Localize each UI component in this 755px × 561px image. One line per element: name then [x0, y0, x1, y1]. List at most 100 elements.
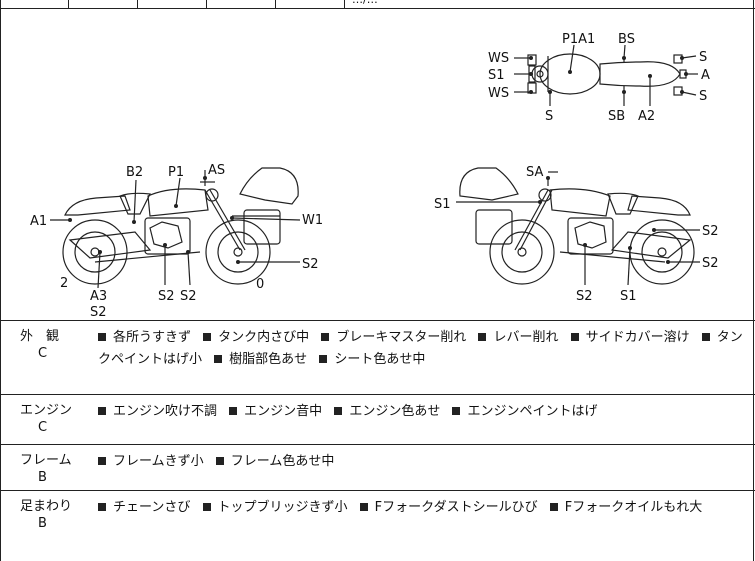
- condition-text: エンジンペイントはげ: [467, 404, 598, 419]
- square-bullet-icon: [203, 333, 212, 341]
- condition-item: タンクペイントはげ小: [98, 330, 743, 367]
- diagram-label: 2: [60, 276, 68, 291]
- motorcycle-left-view: [50, 167, 301, 289]
- square-bullet-icon: [452, 407, 461, 415]
- condition-item: フレームきず小: [98, 454, 204, 469]
- square-bullet-icon: [98, 407, 106, 415]
- category-label: 足まわり: [20, 499, 73, 514]
- header-row: …/…: [0, 0, 755, 9]
- diagram-label: S1: [620, 289, 637, 304]
- condition-item: エンジン色あせ: [334, 404, 440, 419]
- diagram-label: BS: [618, 32, 635, 47]
- condition-items: 各所うすきず タンク内さび中 ブレーキマスター削れ レバー削れ サイドカバー溶け…: [98, 327, 748, 371]
- diagram-label: S2: [702, 256, 719, 271]
- condition-item: レバー削れ: [478, 330, 558, 345]
- condition-text: シート色あせ中: [334, 352, 426, 367]
- category-label: エンジン: [20, 403, 73, 418]
- condition-item: チェーンさび: [98, 500, 190, 515]
- grade-label: C: [38, 420, 48, 435]
- damage-diagram: WS S1 WS P1A1 BS S A S S SB A2: [30, 32, 719, 320]
- condition-text: Fフォークダストシールひび: [374, 500, 538, 515]
- diagram-label: S1: [434, 197, 451, 212]
- grade-label: C: [38, 346, 48, 361]
- condition-row-frame: フレーム B フレームきず小 フレーム色あせ中: [0, 444, 755, 490]
- header-divider: [206, 0, 207, 8]
- condition-text: フレーム色あせ中: [230, 454, 335, 469]
- header-divider: [275, 0, 276, 8]
- grade-label: B: [38, 516, 47, 531]
- diagram-label: WS: [488, 86, 509, 101]
- condition-text: 樹脂部色あせ: [229, 352, 308, 367]
- condition-item: ブレーキマスター削れ: [321, 330, 466, 345]
- diagram-label: S2: [576, 289, 593, 304]
- square-bullet-icon: [98, 457, 106, 465]
- condition-item: トップブリッジきず小: [202, 500, 348, 515]
- diagram-label: S2: [180, 289, 197, 304]
- diagram-label: B2: [126, 165, 143, 180]
- right-view-marks: [538, 176, 670, 264]
- condition-row-exterior: 外 観 C 各所うすきず タンク内さび中 ブレーキマスター削れ レバー削れ サイ…: [0, 320, 755, 394]
- square-bullet-icon: [98, 503, 106, 511]
- diagram-label: A: [701, 68, 710, 83]
- square-bullet-icon: [359, 503, 368, 511]
- grade-label: B: [38, 470, 47, 485]
- diagram-label: SB: [608, 109, 625, 124]
- diagram-label: S1: [488, 68, 505, 83]
- condition-text: 各所うすきず: [113, 330, 192, 345]
- diagram-label: P1: [168, 165, 184, 180]
- diagram-label: WS: [488, 51, 509, 66]
- square-bullet-icon: [202, 503, 211, 511]
- condition-item: エンジン音中: [229, 404, 322, 419]
- category-label: フレーム: [20, 453, 72, 468]
- condition-text: Fフォークオイルもれ大: [564, 500, 703, 515]
- square-bullet-icon: [701, 333, 710, 341]
- square-bullet-icon: [319, 355, 328, 363]
- diagram-label: S: [545, 109, 553, 124]
- condition-text: エンジン色あせ: [349, 404, 441, 419]
- condition-item: 各所うすきず: [98, 330, 191, 345]
- condition-text: チェーンさび: [113, 500, 191, 515]
- diagram-label: S: [699, 89, 707, 104]
- diagram-label: A3: [90, 289, 107, 304]
- header-divider: [68, 0, 69, 8]
- square-bullet-icon: [214, 355, 223, 363]
- condition-row-suspension: 足まわり B チェーンさび トップブリッジきず小 Fフォークダストシールひび F…: [0, 490, 755, 561]
- condition-text: エンジン音中: [244, 404, 323, 419]
- condition-text: ブレーキマスター削れ: [336, 330, 467, 345]
- diagram-label: 0: [256, 277, 264, 292]
- header-divider: [137, 0, 138, 8]
- condition-text: トップブリッジきず小: [217, 500, 348, 515]
- condition-item: Fフォークダストシールひび: [359, 500, 538, 515]
- condition-item: シート色あせ中: [319, 352, 425, 367]
- diagram-label: W1: [302, 213, 323, 228]
- diagram-label: S2: [302, 257, 319, 272]
- diagram-label: S: [699, 50, 707, 65]
- diagram-label: AS: [208, 163, 225, 178]
- condition-item: エンジンペイントはげ: [452, 404, 597, 419]
- header-divider: [344, 0, 345, 8]
- condition-item: タンク内さび中: [203, 330, 309, 345]
- condition-item: フレーム色あせ中: [215, 454, 335, 469]
- diagram-label: A1: [30, 214, 47, 229]
- header-text: …/…: [352, 0, 378, 6]
- condition-row-engine: エンジン C エンジン吹け不調 エンジン音中 エンジン色あせ エンジンペイントは…: [0, 394, 755, 444]
- square-bullet-icon: [549, 503, 558, 511]
- square-bullet-icon: [98, 333, 106, 341]
- motorcycle-top-view: [514, 44, 698, 106]
- condition-item: 樹脂部色あせ: [214, 352, 307, 367]
- condition-items: フレームきず小 フレーム色あせ中: [98, 451, 748, 473]
- condition-text: サイドカバー溶け: [585, 330, 690, 345]
- category-label: 外 観: [20, 329, 60, 344]
- condition-text: フレームきず小: [113, 454, 204, 469]
- top-view-marks: [529, 56, 688, 94]
- square-bullet-icon: [334, 407, 343, 415]
- condition-text: タンクペイントはげ小: [98, 330, 743, 367]
- square-bullet-icon: [215, 457, 224, 465]
- square-bullet-icon: [570, 333, 579, 341]
- condition-items: エンジン吹け不調 エンジン音中 エンジン色あせ エンジンペイントはげ: [98, 401, 748, 423]
- diagram-label: S2: [90, 305, 107, 320]
- square-bullet-icon: [478, 333, 487, 341]
- condition-text: タンク内さび中: [218, 330, 310, 345]
- diagram-label: S2: [158, 289, 175, 304]
- condition-item: エンジン吹け不調: [98, 404, 217, 419]
